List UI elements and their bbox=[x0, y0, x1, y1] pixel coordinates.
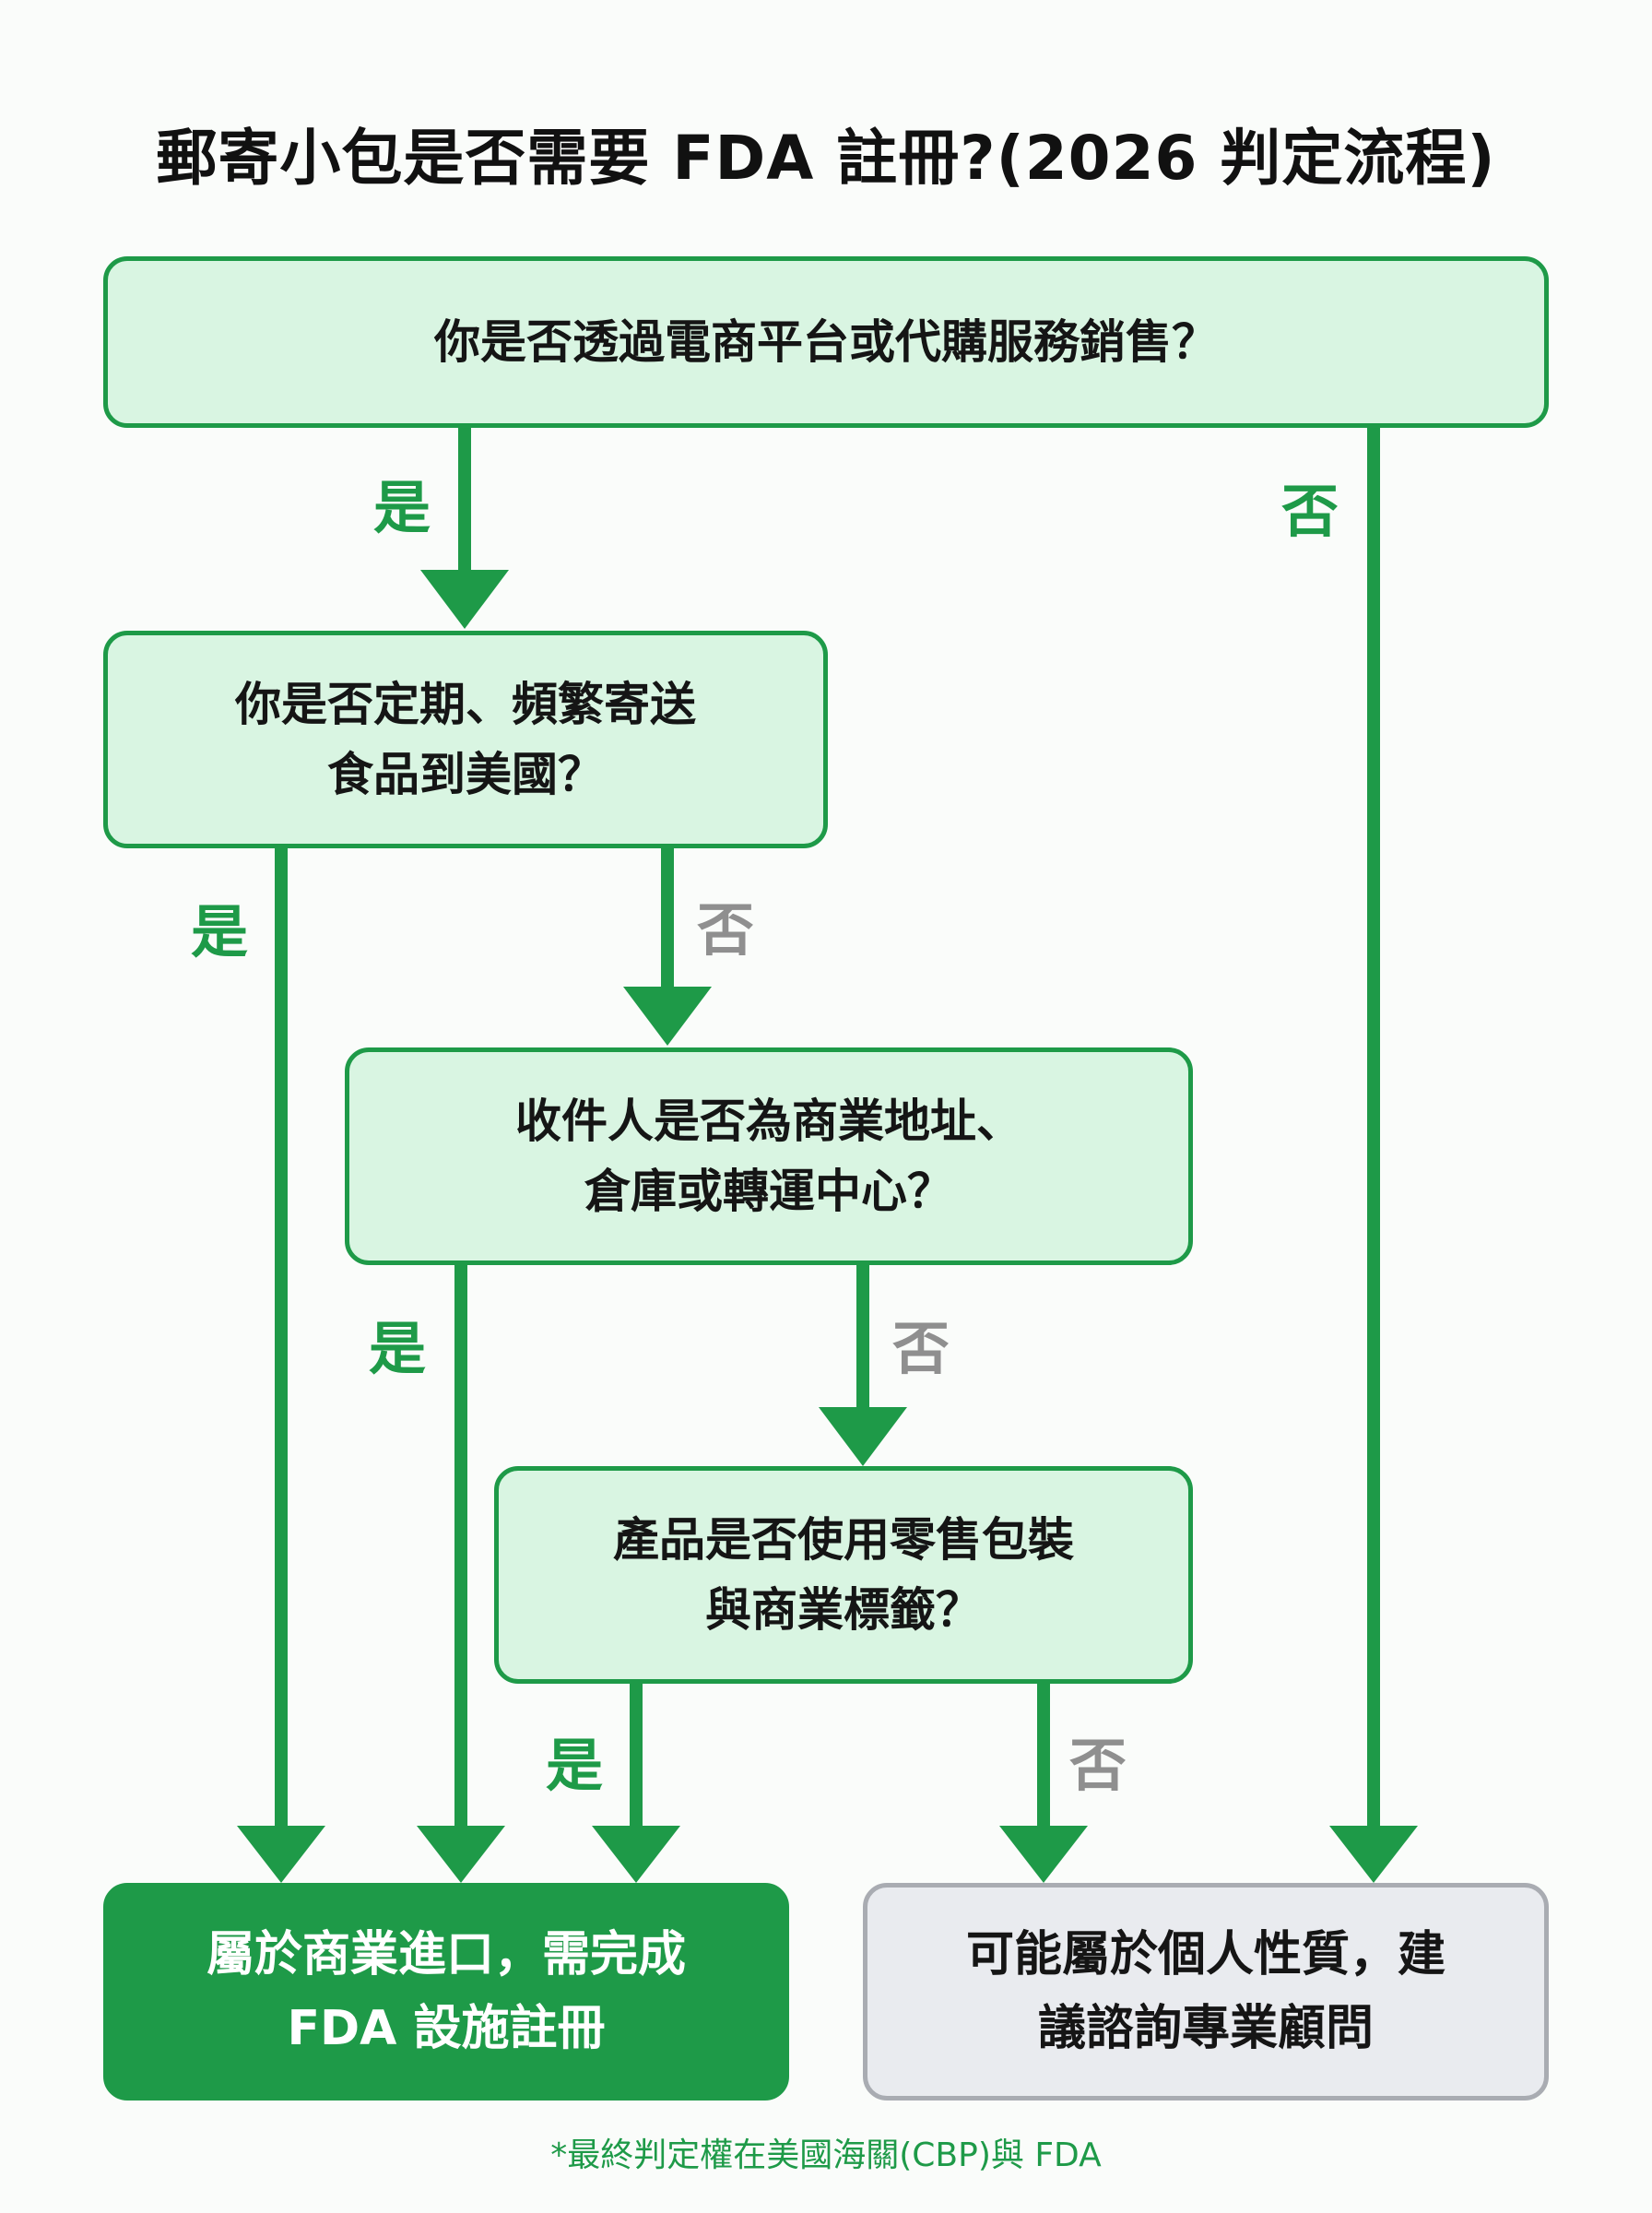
arrowhead-q4-no bbox=[999, 1826, 1088, 1883]
arrowhead-q1-yes bbox=[420, 570, 509, 629]
question-text-line: 收件人是否為商業地址、 bbox=[515, 1095, 1022, 1148]
question-box-frequency: 你是否定期、頻繁寄送 食品到美國？ bbox=[103, 631, 828, 848]
label-q1-no: 否 bbox=[1281, 478, 1339, 545]
connector-lines bbox=[275, 428, 1380, 1835]
arrowhead-q1-no bbox=[1329, 1826, 1418, 1883]
question-box-retail-packaging: 產品是否使用零售包裝 與商業標籤？ bbox=[494, 1466, 1193, 1684]
label-q1-yes: 是 bbox=[373, 474, 431, 541]
question-text-line: 食品到美國？ bbox=[327, 748, 604, 801]
arrowhead-q2-yes bbox=[237, 1826, 325, 1883]
arrowheads bbox=[237, 570, 1418, 1883]
question-box-recipient-address: 收件人是否為商業地址、 倉庫或轉運中心？ bbox=[345, 1047, 1193, 1265]
label-q3-yes: 是 bbox=[369, 1315, 427, 1382]
label-q4-yes: 是 bbox=[546, 1732, 604, 1799]
result-box-commercial-import: 屬於商業進口，需完成 FDA 設施註冊 bbox=[103, 1883, 789, 2101]
question-box-ecommerce: 你是否透過電商平台或代購服務銷售？ bbox=[103, 256, 1549, 428]
label-q3-no: 否 bbox=[892, 1315, 950, 1382]
arrowhead-q3-yes bbox=[417, 1826, 505, 1883]
question-text-line: 與商業標籤？ bbox=[705, 1583, 982, 1637]
result-text-line: FDA 設施註冊 bbox=[287, 2001, 606, 2056]
arrowhead-q4-yes bbox=[592, 1826, 680, 1883]
question-text-line: 你是否定期、頻繁寄送 bbox=[235, 678, 696, 731]
arrowhead-q3-no bbox=[819, 1407, 907, 1466]
label-q2-no: 否 bbox=[697, 896, 755, 964]
question-text-line: 倉庫或轉運中心？ bbox=[584, 1165, 953, 1218]
label-q4-no: 否 bbox=[1069, 1732, 1127, 1799]
result-text-line: 屬於商業進口，需完成 bbox=[206, 1927, 686, 1982]
label-q2-yes: 是 bbox=[191, 898, 249, 965]
question-text: 你是否透過電商平台或代購服務銷售？ bbox=[434, 315, 1218, 369]
arrowhead-q2-no bbox=[623, 987, 712, 1046]
footnote: *最終判定權在美國海關(CBP)與 FDA bbox=[550, 2136, 1102, 2174]
result-text-line: 議諮詢專業顧問 bbox=[1037, 2001, 1374, 2056]
page-title: 郵寄小包是否需要 FDA 註冊?(2026 判定流程) bbox=[156, 123, 1496, 194]
question-text-line: 產品是否使用零售包裝 bbox=[613, 1513, 1074, 1567]
result-text-line: 可能屬於個人性質，建 bbox=[965, 1927, 1446, 1982]
result-box-personal-use: 可能屬於個人性質，建 議諮詢專業顧問 bbox=[863, 1883, 1549, 2101]
